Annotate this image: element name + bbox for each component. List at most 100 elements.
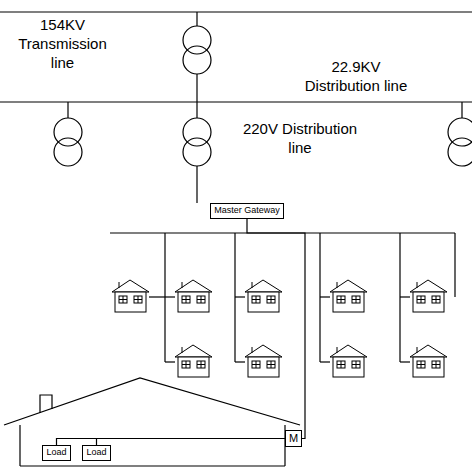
house-body <box>248 292 279 312</box>
power-line <box>196 12 197 26</box>
window-bar <box>119 299 127 300</box>
house-chimney <box>182 347 183 353</box>
line-voltage-label: 220V Distribution line <box>240 120 360 158</box>
house-window <box>267 296 275 303</box>
window-bar <box>417 299 425 300</box>
window-bar <box>352 299 360 300</box>
power-line <box>67 102 68 118</box>
house-roof <box>330 280 367 292</box>
line-voltage-label: 154KV Transmission line <box>15 16 110 72</box>
house-chimney <box>417 347 418 353</box>
house-drop <box>235 296 245 297</box>
house-chimney <box>337 282 338 288</box>
node-text: Load <box>86 448 107 458</box>
house-icon <box>410 280 447 312</box>
power-line <box>196 74 197 102</box>
house-chimney <box>417 282 418 288</box>
window-bar <box>134 299 142 300</box>
house-icon <box>330 280 367 312</box>
window-bar <box>197 299 205 300</box>
house-body <box>413 292 444 312</box>
window-bar <box>252 364 260 365</box>
house-window <box>197 296 205 303</box>
transformer-coil <box>448 138 472 166</box>
house-roof <box>175 280 212 292</box>
house-window <box>417 361 425 368</box>
house-chimney <box>119 282 120 288</box>
house-icon <box>330 345 367 377</box>
house-body <box>333 292 364 312</box>
house-drop <box>320 296 330 297</box>
big-house-floor <box>20 465 285 466</box>
house-icon <box>112 280 149 312</box>
window-bar <box>352 364 360 365</box>
big-house-chimney <box>40 395 52 413</box>
line-voltage-label: 22.9KV Distribution line <box>296 58 416 96</box>
house-drop <box>165 361 175 362</box>
house-icon <box>175 345 212 377</box>
house-body <box>178 292 209 312</box>
house-body <box>333 357 364 377</box>
house-drop <box>235 361 245 362</box>
house-window <box>267 361 275 368</box>
house-roof <box>245 280 282 292</box>
distribution-bus <box>0 101 472 102</box>
house-window <box>417 296 425 303</box>
house-window <box>197 361 205 368</box>
node-text: Load <box>46 448 67 458</box>
house-icon <box>245 345 282 377</box>
gateway-box: Master Gateway <box>210 203 284 219</box>
node-text: M <box>288 432 299 444</box>
house-body <box>178 357 209 377</box>
house-icon <box>410 345 447 377</box>
house-window <box>119 296 127 303</box>
window-bar <box>337 364 345 365</box>
house-drop <box>400 361 410 362</box>
house-icon <box>175 280 212 312</box>
transmission-bus <box>0 11 472 12</box>
window-bar <box>267 364 275 365</box>
big-house-roof <box>4 378 300 425</box>
house-roof <box>245 345 282 357</box>
meter-box: M <box>285 430 302 447</box>
window-bar <box>252 299 260 300</box>
window-bar <box>182 364 190 365</box>
house-drop <box>320 361 330 362</box>
house-chimney <box>337 347 338 353</box>
big-house-wall <box>19 425 20 466</box>
window-bar <box>182 299 190 300</box>
house-window <box>352 296 360 303</box>
house-window <box>352 361 360 368</box>
house-window <box>252 361 260 368</box>
house-roof <box>410 280 447 292</box>
power-wire <box>97 439 286 446</box>
house-window <box>337 361 345 368</box>
house-window <box>432 361 440 368</box>
house-drop <box>149 296 165 297</box>
load-box: Load <box>82 445 111 461</box>
house-icon <box>245 280 282 312</box>
power-line <box>461 102 462 118</box>
house-chimney <box>252 282 253 288</box>
house-drop <box>165 296 175 297</box>
house-roof <box>112 280 149 292</box>
house-window <box>252 296 260 303</box>
transformer-coil <box>183 46 211 74</box>
window-bar <box>432 364 440 365</box>
house-body <box>413 357 444 377</box>
window-bar <box>417 364 425 365</box>
window-bar <box>267 299 275 300</box>
house-roof <box>330 345 367 357</box>
window-bar <box>432 299 440 300</box>
house-roof <box>175 345 212 357</box>
node-text: Master Gateway <box>214 206 280 216</box>
house-roof <box>410 345 447 357</box>
window-bar <box>197 364 205 365</box>
transformer-coil <box>54 138 82 166</box>
house-window <box>337 296 345 303</box>
load-box: Load <box>42 445 71 461</box>
power-line <box>196 102 197 118</box>
house-window <box>182 296 190 303</box>
window-bar <box>337 299 345 300</box>
